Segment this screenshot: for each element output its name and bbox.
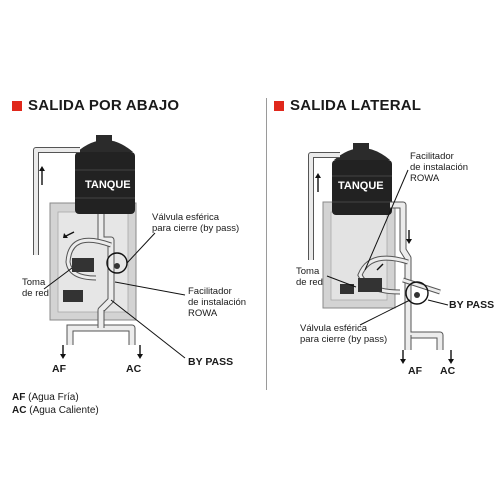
left-valve-label-line2: para cierre (by pass) [152, 223, 240, 234]
legend-af-text: (Agua Fría) [28, 392, 79, 403]
legend: AF (Agua Fría) AC (Agua Caliente) [12, 391, 99, 417]
legend-af-abbr: AF [12, 392, 26, 403]
right-network-label-line1: Toma [296, 266, 320, 277]
right-facilitator-line2: de instalación [410, 162, 469, 173]
legend-ac-text: (Agua Caliente) [29, 405, 99, 416]
left-af-label: AF [52, 363, 66, 375]
right-pump [358, 278, 382, 292]
right-valve-label: Válvula esférica para cierre (by pass) [300, 323, 387, 345]
section-marker-left [12, 101, 22, 111]
left-valve-label: Válvula esférica para cierre (by pass) [152, 212, 239, 234]
right-af-label: AF [408, 365, 422, 377]
left-network-label: Toma de red [22, 277, 49, 299]
left-tank-label: TANQUE [85, 179, 131, 191]
right-ac-label: AC [440, 365, 456, 377]
right-tank [332, 143, 392, 215]
right-tank-label: TANQUE [338, 180, 384, 192]
left-facilitator-line2: de instalación [188, 297, 247, 308]
right-facilitator-label: Facilitador de instalación ROWA [410, 151, 468, 184]
left-facilitator-line3: ROWA [188, 308, 218, 319]
section-marker-right [274, 101, 284, 111]
section-title-right: SALIDA LATERAL [290, 97, 422, 114]
left-network-label-line1: Toma [22, 277, 46, 288]
right-valve-label-line2: para cierre (by pass) [300, 334, 388, 345]
left-pump [72, 258, 94, 272]
right-valve-label-line1: Válvula esférica [300, 323, 368, 334]
left-facilitator-line1: Facilitador [188, 286, 232, 297]
legend-ac-abbr: AC [12, 405, 27, 416]
left-tank [75, 135, 135, 214]
left-bypass-label: BY PASS [188, 356, 234, 368]
right-facilitator-line3: ROWA [410, 173, 440, 184]
left-network-label-line2: de red [22, 288, 49, 299]
right-facilitator-line1: Facilitador [410, 151, 454, 162]
right-valve-circle [405, 281, 429, 305]
left-facilitator-label: Facilitador de instalación ROWA [188, 286, 246, 319]
right-network-label: Toma de red [296, 266, 323, 288]
section-title-left: SALIDA POR ABAJO [28, 97, 180, 114]
left-valve-label-line1: Válvula esférica [152, 212, 220, 223]
legend-item-ac: AC (Agua Caliente) [12, 404, 99, 417]
left-ac-label: AC [126, 363, 142, 375]
legend-item-af: AF (Agua Fría) [12, 391, 99, 404]
panel-divider [266, 98, 267, 390]
right-network-label-line2: de red [296, 277, 323, 288]
right-bypass-label: BY PASS [449, 299, 495, 311]
